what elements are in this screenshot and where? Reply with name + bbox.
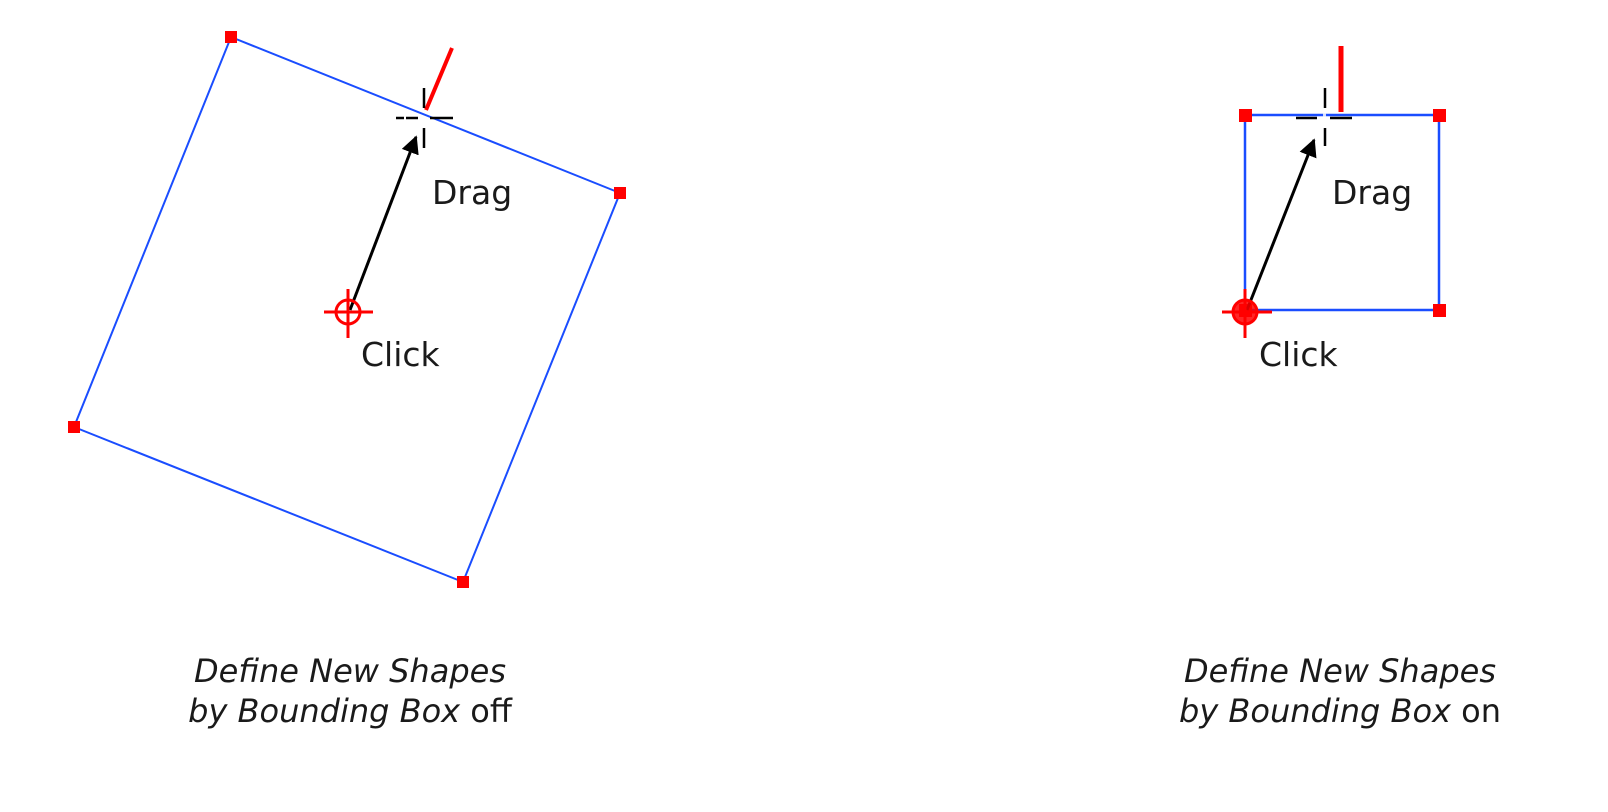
rotation-handle[interactable] xyxy=(424,47,454,111)
caption-line2: by Bounding Box xyxy=(188,692,461,730)
rotated-shape-panel xyxy=(68,31,626,588)
drag-arrow xyxy=(1245,138,1317,311)
click-target-icon xyxy=(1222,289,1272,338)
drag-label: Drag xyxy=(1332,173,1413,212)
caption-line1: Define New Shapes xyxy=(194,652,506,690)
crosshair-cursor-icon xyxy=(1296,88,1352,146)
caption-state: on xyxy=(1461,692,1501,730)
corner-handle[interactable] xyxy=(225,31,237,43)
corner-handle[interactable] xyxy=(457,576,469,588)
bounding-box-outline xyxy=(1243,113,1441,312)
click-target-icon xyxy=(324,289,373,338)
drag-arrow xyxy=(348,135,419,311)
caption-bounding-box-on: Define New Shapes by Bounding Box on xyxy=(1140,651,1540,731)
corner-handle[interactable] xyxy=(68,421,80,433)
crosshair-cursor-icon xyxy=(396,88,453,148)
corner-handle[interactable] xyxy=(1239,109,1252,122)
caption-line1: Define New Shapes xyxy=(1184,652,1496,690)
corner-handle[interactable] xyxy=(614,187,626,199)
corner-handle[interactable] xyxy=(1433,304,1446,317)
drag-label: Drag xyxy=(432,173,513,212)
caption-bounding-box-off: Define New Shapes by Bounding Box off xyxy=(150,651,550,731)
corner-handle[interactable] xyxy=(1433,109,1446,122)
click-label: Click xyxy=(361,335,440,374)
caption-line2: by Bounding Box xyxy=(1179,692,1451,730)
caption-state: off xyxy=(470,692,512,730)
click-label: Click xyxy=(1259,335,1338,374)
bounding-box-shape-panel xyxy=(1222,46,1446,338)
